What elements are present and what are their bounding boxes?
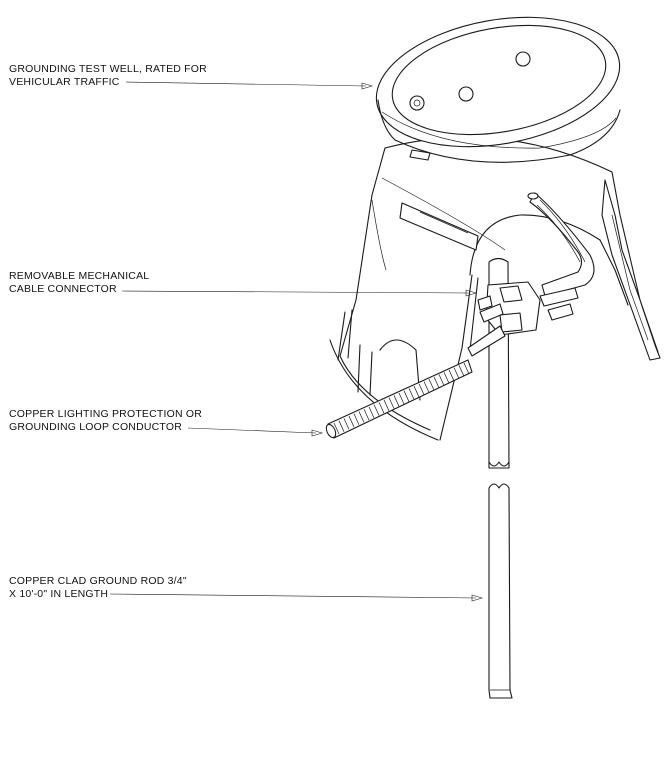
thread-mark <box>418 383 425 395</box>
callout-connector-line2: CABLE CONNECTOR <box>9 283 117 295</box>
thread-mark <box>368 406 375 418</box>
thread-mark <box>453 367 460 379</box>
callout-test-well: GROUNDING TEST WELL, RATED FOR VEHICULAR… <box>9 63 207 89</box>
well-lid <box>375 16 621 163</box>
thread-mark <box>343 418 350 430</box>
callout-conductor: COPPER LIGHTING PROTECTION OR GROUNDING … <box>9 408 202 434</box>
thread-mark <box>403 390 410 402</box>
callout-test-well-line2: VEHICULAR TRAFFIC <box>9 76 120 88</box>
callout-connector-line1: REMOVABLE MECHANICAL <box>9 270 150 282</box>
callout-conductor-line2: GROUNDING LOOP CONDUCTOR <box>9 421 183 433</box>
thread-mark <box>458 365 465 377</box>
thread-mark <box>463 362 470 375</box>
thread-mark <box>413 385 420 398</box>
thread-mark <box>333 422 340 435</box>
callout-conductor-line1: COPPER LIGHTING PROTECTION OR <box>9 408 203 420</box>
thread-mark <box>423 381 430 393</box>
thread-mark <box>358 411 365 423</box>
thread-mark <box>433 376 440 388</box>
thread-mark <box>388 397 395 409</box>
well-body <box>329 136 661 441</box>
thread-mark <box>408 388 415 400</box>
callout-ground-rod: COPPER CLAD GROUND ROD 3/4" X 10'-0" IN … <box>9 575 187 601</box>
thread-mark <box>373 404 380 416</box>
thread-mark <box>383 399 390 412</box>
thread-mark <box>398 392 405 405</box>
thread-mark <box>348 415 355 428</box>
thread-mark <box>428 379 435 391</box>
thread-mark <box>438 374 445 386</box>
callout-ground-rod-line1: COPPER CLAD GROUND ROD 3/4" <box>9 575 187 587</box>
callout-ground-rod-line2: X 10'-0" IN LENGTH <box>9 588 109 600</box>
leader-lines <box>109 81 484 602</box>
thread-mark <box>393 395 400 407</box>
mechanical-connector <box>467 281 579 357</box>
thread-mark <box>378 402 385 414</box>
thread-mark <box>443 372 450 384</box>
braided-cable <box>527 192 595 297</box>
thread-mark <box>363 409 370 421</box>
callout-test-well-line1: GROUNDING TEST WELL, RATED FOR <box>9 63 207 75</box>
thread-mark <box>448 369 455 382</box>
thread-mark <box>353 413 360 425</box>
callout-connector: REMOVABLE MECHANICAL CABLE CONNECTOR <box>9 270 149 296</box>
thread-mark <box>338 420 345 432</box>
